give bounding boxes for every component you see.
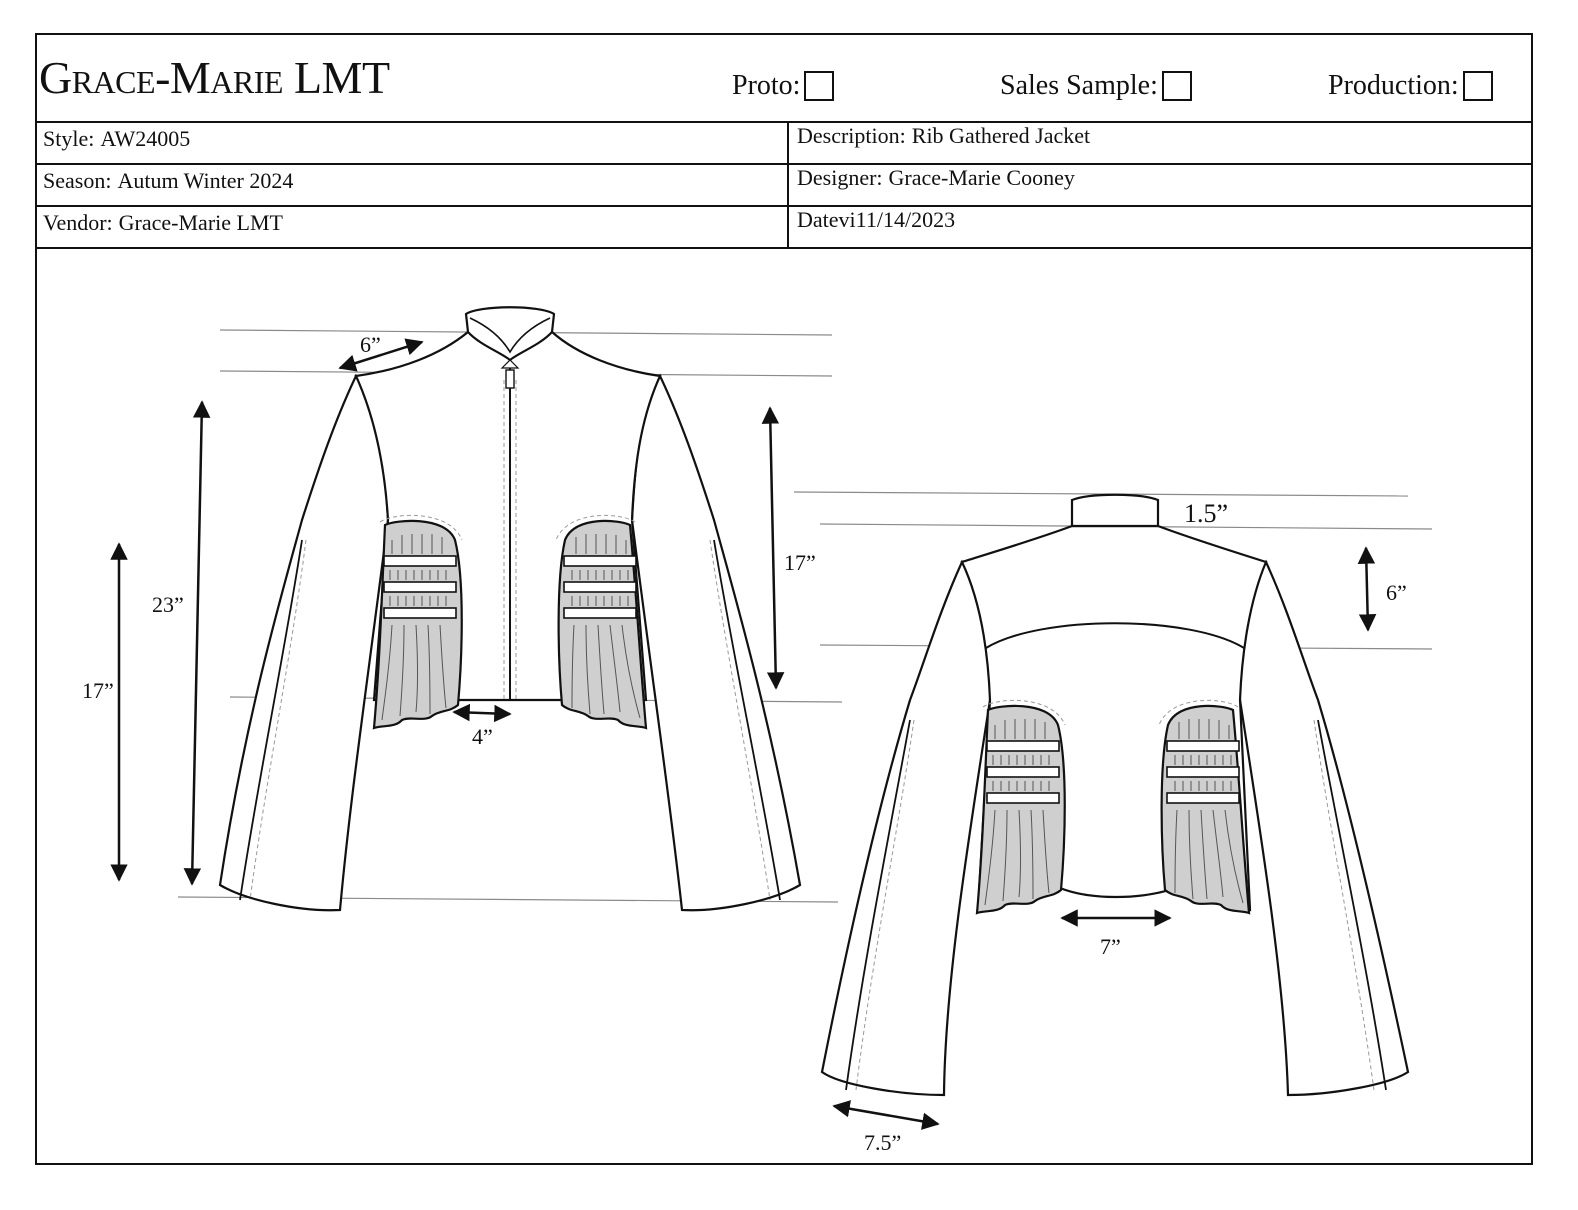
brand-logo: Grace-Marie LMT [39,52,390,103]
production-check[interactable]: Production: [1328,69,1493,103]
description-field: Description:Rib Gathered Jacket [797,123,1091,148]
back-view: 1.5” 6” 7” 7.5” [793,491,1433,1155]
proto-label: Proto: [732,70,801,101]
sales-sample-label: Sales Sample: [1000,70,1158,101]
front-hem-label: 4” [472,724,493,749]
back-right-sleeve [1238,559,1410,1097]
style-field: Style:AW24005 [43,126,191,151]
front-collar [464,306,556,362]
designer-field: Designer:Grace-Marie Cooney [797,165,1075,190]
date-field: Datevi11/14/2023 [797,207,956,232]
sales-sample-check[interactable]: Sales Sample: [1000,69,1192,103]
back-yoke-label: 6” [1386,580,1407,605]
info-row-3: Vendor:Grace-Marie LMT Datevi11/14/2023 [37,205,1531,249]
front-sleeve-arrow [183,400,211,886]
vendor-field: Vendor:Grace-Marie LMT [43,210,283,235]
proto-check[interactable]: Proto: [732,69,835,103]
front-body-arrow [761,406,785,690]
front-right-gather [554,514,648,730]
front-body-label: 17” [784,550,816,575]
sales-sample-checkbox[interactable] [1161,71,1192,101]
front-left-sleeve [218,373,390,912]
front-sleeve-label: 23” [152,592,184,617]
back-left-gather [975,699,1067,915]
back-left-sleeve [820,559,992,1097]
season-field: Season:Autum Winter 2024 [43,168,294,193]
back-collar-label: 1.5” [1184,499,1228,528]
front-left-gather [372,514,464,730]
header-bar: Grace-Marie LMT Proto: Sales Sample: Pro… [37,35,1531,123]
front-shoulder-arrow [338,338,424,372]
front-side-label: 17” [82,678,114,703]
back-yoke-arrow [1357,546,1377,632]
back-cuff-label: 7.5” [864,1130,901,1155]
info-row-1: Style:AW24005 Description:Rib Gathered J… [37,121,1531,165]
front-hem-arrow [452,703,512,723]
front-view: 6” 23” 17” 17” 4” [82,306,843,912]
zipper-pull [505,369,515,389]
back-cuff-arrow [832,1100,940,1130]
back-hem-label: 7” [1100,934,1121,959]
back-yoke-seam [985,622,1245,649]
back-collar [1070,493,1160,528]
production-checkbox[interactable] [1462,71,1493,101]
tech-pack-sheet: Grace-Marie LMT Proto: Sales Sample: Pro… [35,33,1533,1165]
info-row-2: Season:Autum Winter 2024 Designer:Grace-… [37,163,1531,207]
production-label: Production: [1328,70,1459,101]
front-shoulder-label: 6” [360,332,381,357]
back-right-gather [1157,699,1251,915]
proto-checkbox[interactable] [804,71,835,101]
